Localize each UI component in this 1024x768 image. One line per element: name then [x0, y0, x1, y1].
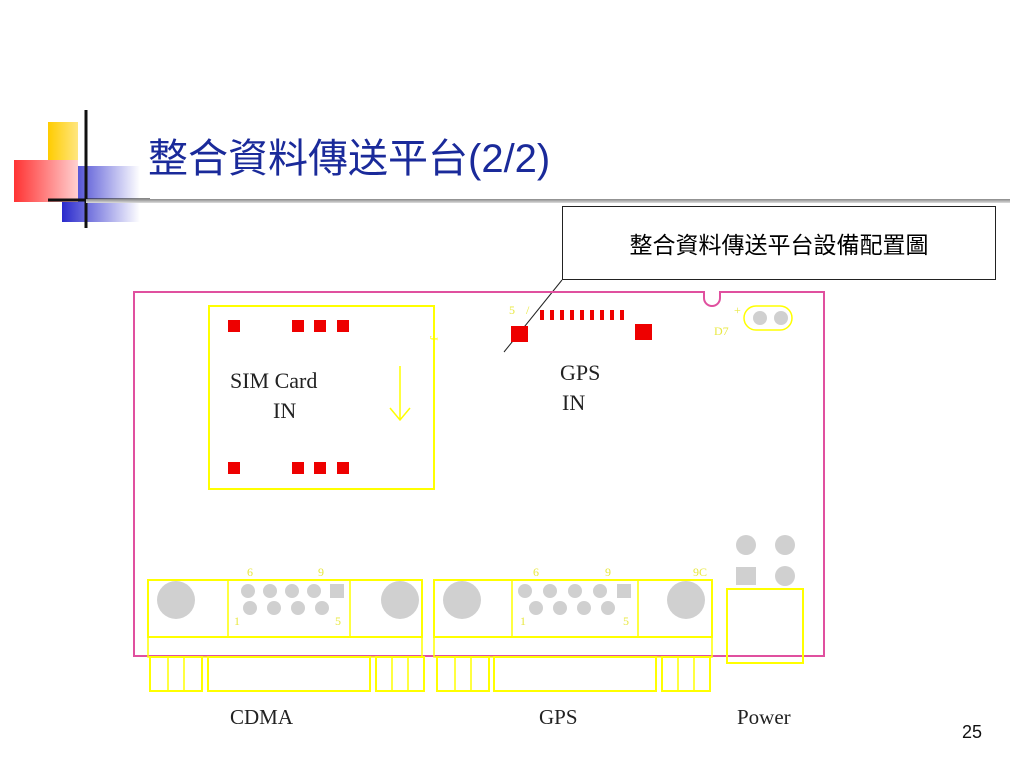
- gps-in-label: IN: [562, 390, 585, 415]
- svg-text:9: 9: [605, 565, 611, 579]
- gps-label: GPS: [539, 705, 578, 729]
- callout-text: 整合資料傳送平台設備配置圖: [629, 233, 929, 259]
- cdma-connector: 6 9 1 5: [147, 565, 425, 692]
- sim-in-label: IN: [273, 398, 296, 423]
- gps-module-label: GPS: [560, 360, 600, 385]
- sim-pads-top: [228, 320, 349, 332]
- gps-module-pins: [540, 310, 624, 320]
- page-number: 25: [962, 722, 983, 742]
- gps-pin-mark: /: [526, 303, 530, 317]
- cdma-label: CDMA: [230, 705, 294, 729]
- svg-text:5: 5: [335, 614, 341, 628]
- svg-text:1: 1: [234, 614, 240, 628]
- callout-box: 整合資料傳送平台設備配置圖: [562, 206, 996, 280]
- led-d7: [743, 305, 793, 331]
- sim-side-mark: J: [427, 336, 441, 341]
- svg-text:9C: 9C: [693, 565, 707, 579]
- power-pads: [736, 535, 795, 586]
- power-label: Power: [737, 705, 791, 729]
- led-label: D7: [714, 324, 729, 338]
- insert-arrow-icon: [389, 366, 411, 422]
- svg-text:6: 6: [533, 565, 539, 579]
- sim-card-label: SIM Card: [230, 368, 317, 393]
- deco-red-square: [14, 160, 78, 202]
- gps-pin-label: 5: [509, 303, 515, 317]
- gps-connector: 6 9 9C 1 5: [433, 565, 713, 692]
- sim-card-slot: [208, 305, 435, 490]
- power-jack: [726, 588, 804, 664]
- svg-text:5: 5: [623, 614, 629, 628]
- sim-pads-bottom: [228, 462, 349, 474]
- pcb-outline: [133, 291, 825, 657]
- svg-text:6: 6: [247, 565, 253, 579]
- svg-text:1: 1: [520, 614, 526, 628]
- svg-text:9: 9: [318, 565, 324, 579]
- title-decoration: [14, 110, 150, 228]
- deco-yellow-square: [48, 122, 78, 164]
- led-plus: +: [734, 303, 741, 317]
- page-title: 整合資料傳送平台(2/2): [148, 136, 551, 182]
- gps-anchor-pad-left: [511, 326, 528, 342]
- gps-anchor-pad-right: [635, 324, 652, 340]
- title-underline: [86, 199, 1010, 203]
